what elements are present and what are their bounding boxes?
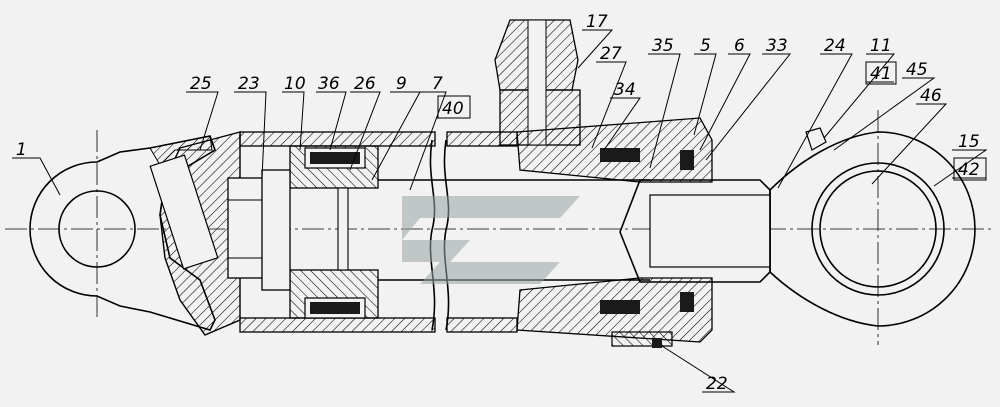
rod-eye xyxy=(769,127,976,327)
callout-5: 5 xyxy=(700,36,711,56)
callout-23: 23 xyxy=(238,74,260,94)
piston xyxy=(261,145,379,319)
callout-36: 36 xyxy=(318,74,340,94)
callout-35: 35 xyxy=(652,36,674,56)
callout-11: 11 xyxy=(870,36,892,56)
callout-46: 46 xyxy=(920,86,942,106)
callout-42: 42 xyxy=(958,160,980,180)
port-fitting xyxy=(494,19,581,146)
callout-15: 15 xyxy=(958,132,980,152)
callout-33: 33 xyxy=(766,36,788,56)
callout-45: 45 xyxy=(906,60,928,80)
callout-6: 6 xyxy=(734,36,745,56)
leader-lines xyxy=(12,29,988,393)
callout-40: 40 xyxy=(442,99,464,119)
callout-17: 17 xyxy=(586,12,608,32)
callout-10: 10 xyxy=(284,74,306,94)
callout-22: 22 xyxy=(706,374,728,394)
callout-7: 7 xyxy=(432,74,443,94)
watermark-logo xyxy=(402,196,580,284)
front-gland xyxy=(516,117,713,348)
callout-27: 27 xyxy=(600,44,622,64)
callout-26: 26 xyxy=(354,74,376,94)
piston-rod xyxy=(378,179,771,283)
callout-41: 41 xyxy=(870,64,892,84)
callout-9: 9 xyxy=(396,74,407,94)
callout-1: 1 xyxy=(16,140,27,160)
callout-34: 34 xyxy=(614,80,636,100)
callout-frames xyxy=(437,61,987,181)
callout-24: 24 xyxy=(824,36,846,56)
callout-25: 25 xyxy=(190,74,212,94)
callout-labels: 1 25 23 10 36 26 9 7 40 17 27 35 34 5 6 … xyxy=(16,12,980,394)
